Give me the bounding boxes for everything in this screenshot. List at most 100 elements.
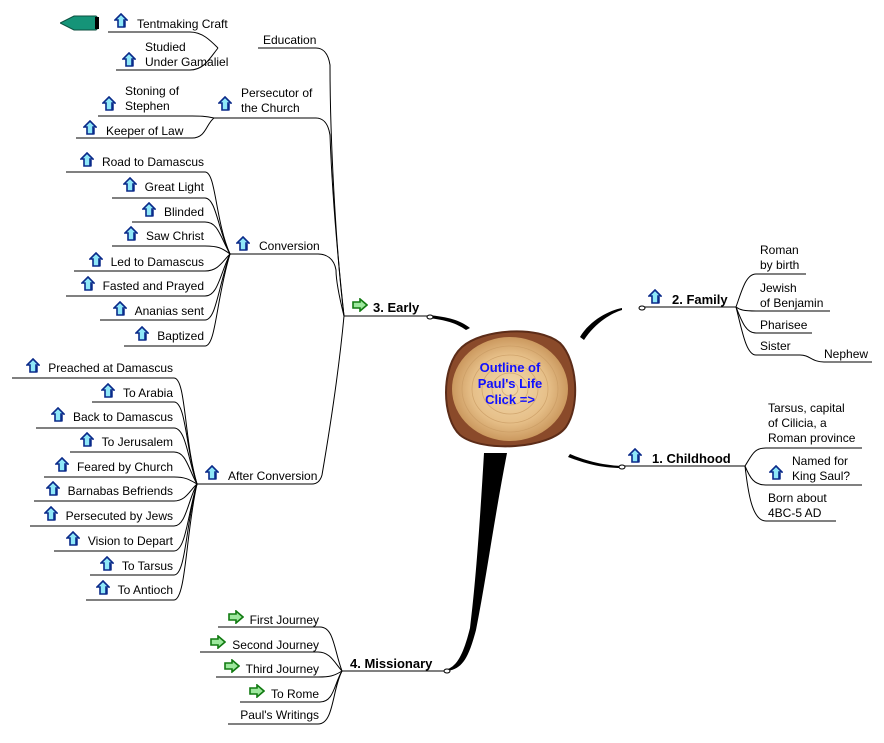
center-log-image[interactable] bbox=[442, 327, 578, 451]
center-line-2: Paul's Life bbox=[477, 376, 543, 391]
blue-up-arrow-icon[interactable] bbox=[627, 447, 643, 463]
conversion-item[interactable]: Baptized bbox=[157, 329, 204, 343]
blue-up-arrow-icon[interactable] bbox=[235, 235, 251, 251]
subtopic-after-conversion[interactable]: After Conversion bbox=[228, 469, 318, 483]
missionary-item[interactable]: To Rome bbox=[270, 687, 319, 701]
subtopic-persecutor[interactable]: Persecutor of the Church bbox=[241, 86, 313, 115]
node-dot-early bbox=[426, 314, 434, 320]
connector-miss-5 bbox=[228, 670, 343, 725]
connector-conv-4 bbox=[112, 245, 231, 255]
connector-child-2 bbox=[744, 465, 862, 486]
connector-after-3 bbox=[36, 427, 198, 485]
blue-up-arrow-icon[interactable] bbox=[113, 12, 129, 28]
blue-up-arrow-icon[interactable] bbox=[134, 325, 151, 341]
connector-conv-7 bbox=[100, 253, 231, 321]
blue-up-arrow-icon[interactable] bbox=[111, 300, 128, 316]
missionary-item[interactable]: Second Journey bbox=[232, 638, 319, 652]
connector-fam-1 bbox=[735, 273, 806, 308]
blue-up-arrow-icon[interactable] bbox=[82, 119, 98, 135]
topic-stephen[interactable]: Stoning of Stephen bbox=[125, 84, 180, 113]
branch-childhood[interactable]: 1. Childhood bbox=[652, 451, 731, 466]
subtopic-conversion[interactable]: Conversion bbox=[259, 239, 320, 253]
after-conversion-item[interactable]: To Antioch bbox=[117, 583, 173, 597]
blue-up-arrow-icon[interactable] bbox=[87, 251, 104, 267]
conversion-item[interactable]: Great Light bbox=[144, 180, 204, 194]
connector-center-family bbox=[580, 308, 622, 340]
blue-up-arrow-icon[interactable] bbox=[64, 530, 81, 546]
blue-up-arrow-icon[interactable] bbox=[647, 288, 663, 304]
conversion-item[interactable]: Blinded bbox=[163, 205, 204, 219]
blue-up-arrow-icon[interactable] bbox=[78, 431, 95, 447]
subtopic-education[interactable]: Education bbox=[263, 33, 317, 47]
connector-fam-2 bbox=[735, 306, 830, 312]
connector-early-persecutor bbox=[214, 117, 345, 317]
after-conversion-item[interactable]: Preached at Damascus bbox=[48, 361, 173, 375]
conversion-item[interactable]: Led to Damascus bbox=[110, 255, 204, 269]
blue-up-arrow-icon[interactable] bbox=[25, 357, 42, 373]
blue-up-arrow-icon[interactable] bbox=[98, 555, 115, 571]
center-line-1: Outline of bbox=[479, 360, 541, 375]
green-right-arrow-icon[interactable] bbox=[210, 634, 227, 650]
missionary-item[interactable]: First Journey bbox=[249, 613, 319, 627]
after-conversion-item[interactable]: Persecuted by Jews bbox=[65, 509, 173, 523]
connector-conv-6 bbox=[66, 253, 231, 297]
branch-early[interactable]: 3. Early bbox=[373, 300, 420, 315]
blue-up-arrow-icon[interactable] bbox=[141, 201, 157, 217]
blue-up-arrow-icon[interactable] bbox=[50, 406, 66, 422]
blue-up-arrow-icon[interactable] bbox=[44, 480, 61, 496]
topic-roman-by-birth[interactable]: Roman by birth bbox=[760, 243, 800, 272]
topic-nephew[interactable]: Nephew bbox=[824, 347, 869, 361]
blue-up-arrow-icon[interactable] bbox=[94, 579, 111, 595]
blue-up-arrow-icon[interactable] bbox=[79, 151, 95, 167]
connector-fam-4 bbox=[735, 306, 872, 363]
blue-up-arrow-icon[interactable] bbox=[42, 505, 59, 521]
blue-up-arrow-icon[interactable] bbox=[121, 176, 138, 192]
after-conversion-item[interactable]: To Jerusalem bbox=[101, 435, 173, 449]
topic-tarsus[interactable]: Tarsus, capital of Cilicia, a Roman prov… bbox=[768, 401, 856, 445]
after-conversion-item[interactable]: To Arabia bbox=[122, 386, 173, 400]
center-topic-link[interactable]: Outline of Paul's Life Click => bbox=[442, 360, 578, 408]
blue-up-arrow-icon[interactable] bbox=[204, 464, 220, 480]
green-right-arrow-icon[interactable] bbox=[249, 683, 266, 699]
missionary-item[interactable]: Third Journey bbox=[245, 662, 319, 676]
topic-gamaliel[interactable]: Studied Under Gamaliel bbox=[145, 40, 229, 69]
topic-named-for-saul[interactable]: Named for King Saul? bbox=[792, 454, 851, 483]
conversion-item[interactable]: Saw Christ bbox=[145, 229, 204, 243]
green-right-arrow-icon[interactable] bbox=[352, 297, 369, 313]
blue-up-arrow-icon[interactable] bbox=[101, 95, 117, 111]
branch-family[interactable]: 2. Family bbox=[672, 292, 728, 307]
blue-up-arrow-icon[interactable] bbox=[768, 464, 784, 480]
connector-after-10 bbox=[86, 483, 198, 601]
topic-pharisee[interactable]: Pharisee bbox=[760, 318, 808, 332]
connector-child-1 bbox=[744, 447, 862, 467]
after-conversion-item[interactable]: Barnabas Befriends bbox=[67, 484, 173, 498]
green-right-arrow-icon[interactable] bbox=[223, 658, 240, 674]
blue-up-arrow-icon[interactable] bbox=[121, 51, 137, 67]
conversion-item[interactable]: Fasted and Prayed bbox=[102, 279, 204, 293]
missionary-item[interactable]: Paul's Writings bbox=[240, 708, 319, 722]
topic-keeper-of-law[interactable]: Keeper of Law bbox=[106, 124, 184, 138]
conversion-item[interactable]: Ananias sent bbox=[134, 304, 204, 318]
green-right-arrow-icon[interactable] bbox=[227, 609, 244, 625]
blue-up-arrow-icon[interactable] bbox=[100, 382, 116, 398]
after-conversion-item[interactable]: Feared by Church bbox=[76, 460, 173, 474]
branch-missionary[interactable]: 4. Missionary bbox=[350, 656, 433, 671]
connector-center-childhood bbox=[568, 454, 622, 468]
blue-up-arrow-icon[interactable] bbox=[217, 95, 233, 111]
after-conversion-item[interactable]: To Tarsus bbox=[121, 559, 173, 573]
topic-sister[interactable]: Sister bbox=[760, 339, 791, 353]
topic-tentmaking[interactable]: Tentmaking Craft bbox=[137, 17, 228, 31]
topic-born-about[interactable]: Born about 4BC-5 AD bbox=[768, 491, 827, 520]
conversion-item[interactable]: Road to Damascus bbox=[101, 155, 204, 169]
after-conversion-item[interactable]: Vision to Depart bbox=[87, 534, 173, 548]
connector-fam-3 bbox=[735, 306, 812, 334]
blue-up-arrow-icon[interactable] bbox=[123, 225, 139, 241]
back-arrow-icon[interactable] bbox=[60, 15, 100, 31]
blue-up-arrow-icon[interactable] bbox=[79, 275, 96, 291]
connector-center-missionary bbox=[448, 453, 507, 671]
topic-jewish-benjamin[interactable]: Jewish of Benjamin bbox=[760, 281, 824, 310]
connector-conv-8 bbox=[124, 253, 231, 347]
blue-up-arrow-icon[interactable] bbox=[54, 456, 70, 472]
after-conversion-item[interactable]: Back to Damascus bbox=[72, 410, 173, 424]
